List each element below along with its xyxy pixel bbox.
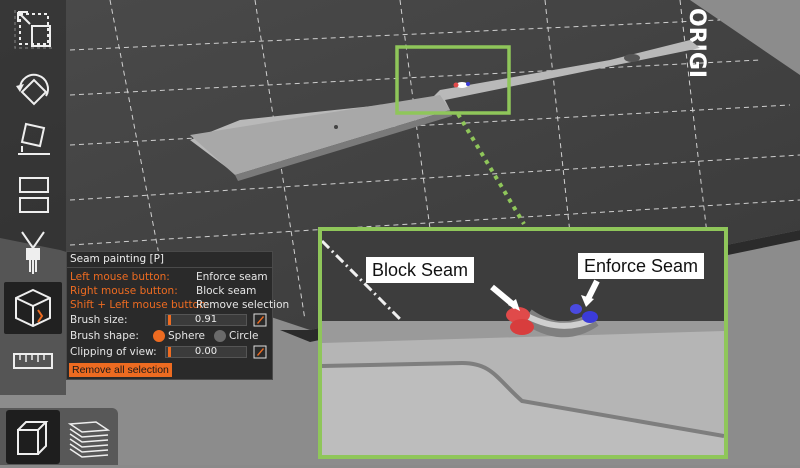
brush-shape-label: Brush shape:: [70, 330, 139, 342]
block-seam-callout: Block Seam: [366, 257, 475, 283]
sphere-label: Sphere: [168, 330, 205, 342]
clipping-row: Clipping of view: 0.00: [70, 345, 270, 359]
shortcut-action: Remove selection: [196, 299, 290, 311]
zoom-connector: [456, 112, 526, 226]
edit-icon[interactable]: [253, 345, 267, 359]
clipping-value: 0.00: [194, 346, 218, 357]
cut-tool-icon[interactable]: [4, 170, 62, 222]
remove-all-selection-button[interactable]: Remove all selection: [69, 363, 172, 377]
highlight-box: [395, 45, 511, 115]
slider-grab[interactable]: [168, 315, 171, 325]
shortcut-key: Left mouse button:: [70, 271, 170, 283]
rotate-tool-icon[interactable]: [4, 62, 62, 114]
brush-size-slider[interactable]: 0.91: [165, 314, 247, 326]
slider-grab[interactable]: [168, 347, 171, 357]
left-toolbar: [0, 0, 66, 395]
sphere-radio[interactable]: [153, 330, 165, 342]
edit-icon[interactable]: [253, 313, 267, 327]
support-painting-icon[interactable]: [4, 226, 62, 278]
brush-size-value: 0.91: [194, 314, 218, 325]
view-bar: [0, 408, 118, 465]
printed-part[interactable]: [190, 40, 700, 181]
zoom-inset: Block Seam Enforce Seam: [318, 227, 728, 459]
clipping-label: Clipping of view:: [70, 346, 157, 358]
shortcut-key: Right mouse button:: [70, 285, 178, 297]
shortcut-action: Block seam: [196, 285, 257, 297]
clipping-slider[interactable]: 0.00: [165, 346, 247, 358]
seam-painting-panel: Seam painting [P] Left mouse button: Enf…: [66, 251, 289, 380]
shortcut-key: Shift + Left mouse button:: [70, 299, 210, 311]
panel-title: Seam painting [P]: [70, 253, 165, 265]
shortcut-row: Left mouse button: Enforce seam: [70, 270, 270, 284]
shortcut-row: Right mouse button: Block seam: [70, 284, 270, 298]
shortcut-row: Shift + Left mouse button: Remove select…: [70, 298, 289, 312]
measure-tool-icon[interactable]: [4, 336, 62, 388]
brush-size-row: Brush size: 0.91: [70, 313, 270, 327]
seam-painting-icon[interactable]: [4, 282, 62, 334]
circle-label: Circle: [229, 330, 259, 342]
shortcut-action: Enforce seam: [196, 271, 268, 283]
layers-view-icon[interactable]: [62, 410, 116, 464]
enforce-seam-callout: Enforce Seam: [578, 253, 705, 279]
brush-size-label: Brush size:: [70, 314, 128, 326]
scale-tool-icon[interactable]: [4, 4, 62, 56]
brush-shape-row: Brush shape: Sphere Circle: [70, 329, 270, 343]
circle-radio[interactable]: [214, 330, 226, 342]
3d-view-icon[interactable]: [6, 410, 60, 464]
panel-divider: [67, 267, 272, 268]
place-on-face-icon[interactable]: [4, 116, 62, 168]
